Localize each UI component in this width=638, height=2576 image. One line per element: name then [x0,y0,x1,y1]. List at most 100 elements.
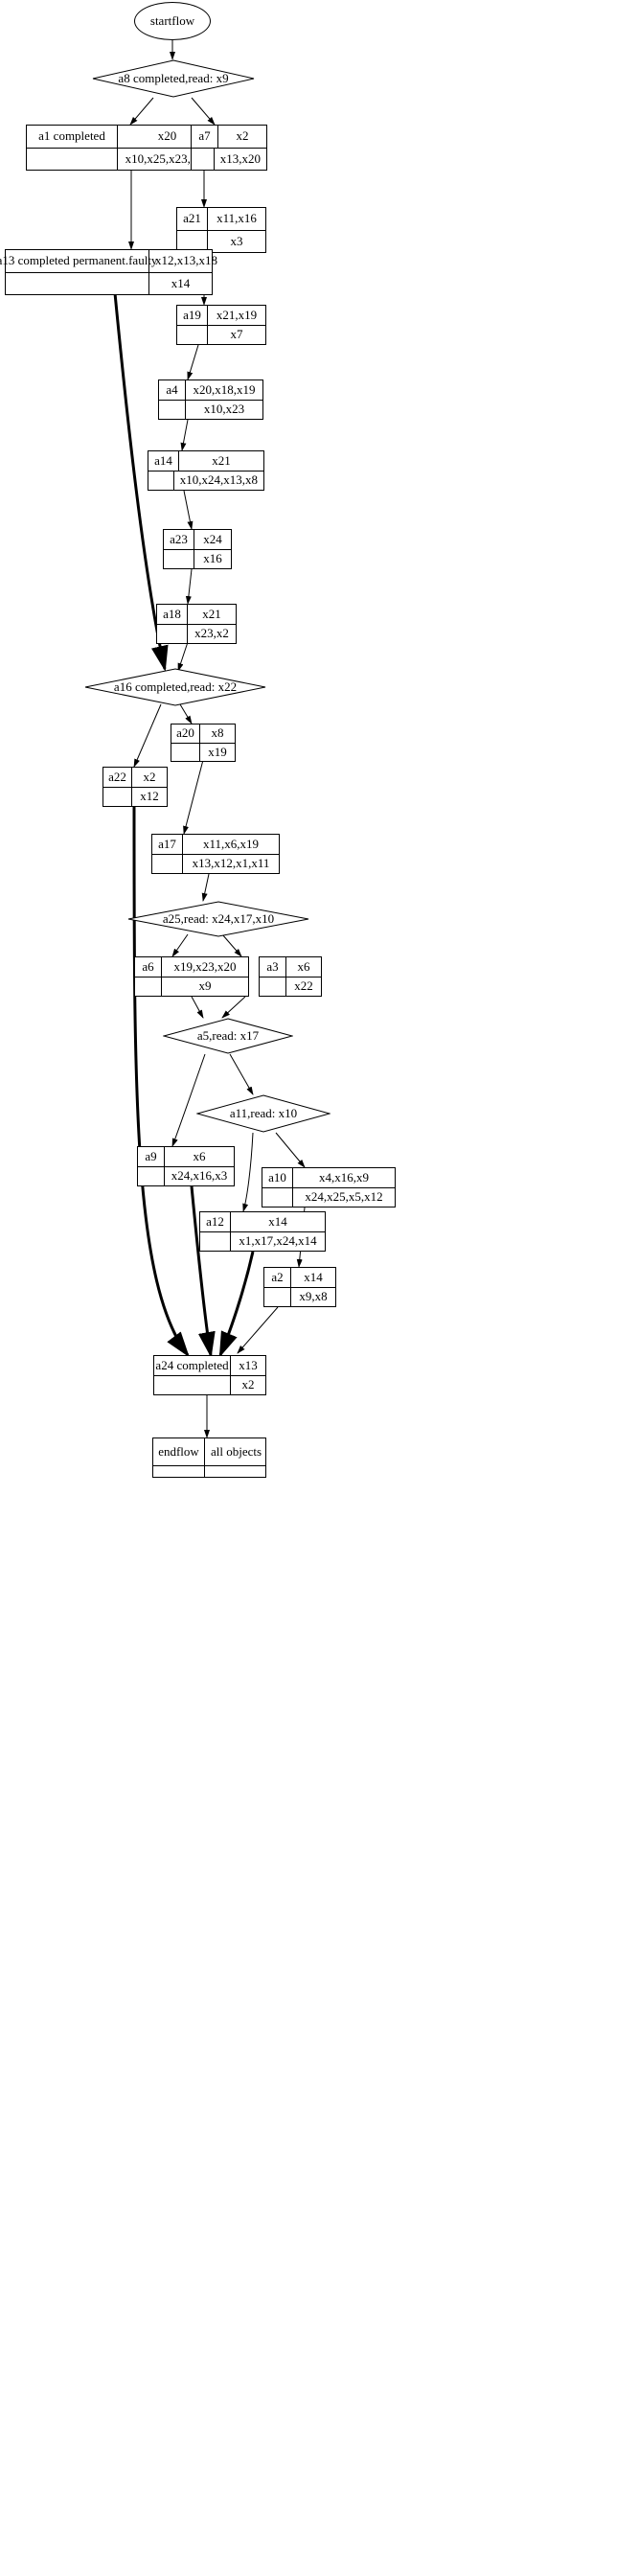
a17-writes: x13,x12,x1,x11 [192,856,270,871]
node-activity-a22[interactable]: a22 x2 x12 [103,767,168,807]
node-activity-a13[interactable]: a13 completed permanent.faulty x12,x13,x… [0,249,217,295]
a21-row-bottom: x3 [177,230,265,252]
a19-spacer [177,325,208,344]
a9-spacer [138,1166,165,1185]
endflow-spacer [153,1465,205,1477]
a13-row-bottom: x14 [6,272,212,294]
endflow-second [205,1466,265,1478]
node-endflow[interactable]: endflow all objects [152,1438,266,1478]
a4-writes: x10,x23 [203,402,245,417]
node-activity-a3[interactable]: a3 x6 x22 [259,956,322,997]
startflow-label: startflow [149,13,195,28]
a18-row-bottom: x23,x2 [157,624,236,643]
a6-name: a6 [135,957,162,977]
node-decision-a25[interactable]: a25,read: x24,x17,x10 [127,901,309,937]
endflow-value: all objects [211,1443,262,1459]
a7-writes: x13,x20 [219,150,261,166]
a1-reads: x20 [157,128,177,144]
edge-a25-a6 [171,933,189,957]
a14-row-top: a14 x21 [148,451,263,472]
node-activity-a7[interactable]: a7 x2 x13,x20 [191,125,267,171]
a9-reads: x6 [193,1148,206,1163]
a20-reads: x8 [211,725,224,741]
a3-reads: x6 [297,958,310,974]
a21-reads: x11,x16 [216,211,257,226]
a23-writes: x16 [203,551,222,566]
a21-row-top: a21 x11,x16 [177,208,265,231]
a22-spacer [103,787,132,806]
edge-a23-a18 [185,568,193,605]
edge-a11-a12 [242,1132,254,1212]
a2-spacer [264,1287,291,1306]
edge-a8-a1 [129,97,154,126]
node-decision-a5[interactable]: a5,read: x17 [163,1018,293,1054]
a10-reads: x4,x16,x9 [319,1169,369,1184]
node-activity-a2[interactable]: a2 x14 x9,x8 [263,1267,336,1307]
node-decision-a16[interactable]: a16 completed,read: x22 [84,668,266,706]
a12-writes: x1,x17,x24,x14 [239,1233,317,1249]
edge-a8-a7 [191,97,216,126]
node-activity-a6[interactable]: a6 x19,x23,x20 x9 [134,956,249,997]
a22-row-top: a22 x2 [103,768,167,788]
decision-a8-label: a8 completed,read: x9 [118,71,229,85]
node-activity-a9[interactable]: a9 x6 x24,x16,x3 [137,1146,235,1186]
a7-reads: x2 [236,128,249,144]
a7-row-bottom: x13,x20 [192,148,266,170]
node-activity-a24[interactable]: a24 completed x13 x2 [153,1355,266,1395]
a21-name: a21 [177,208,208,230]
edge-a3-a5 [221,996,246,1019]
a1-writes: x10,x25,x23,x12 [125,150,210,166]
node-activity-a4[interactable]: a4 x20,x18,x19 x10,x23 [158,380,263,420]
node-activity-a19[interactable]: a19 x21,x19 x7 [176,305,266,345]
a20-writes: x19 [208,744,227,759]
node-activity-a18[interactable]: a18 x21 x23,x2 [156,604,237,644]
a4-spacer [159,400,186,419]
a24-row-top: a24 completed x13 [154,1356,265,1376]
a19-row-top: a19 x21,x19 [177,306,265,326]
edge-a25-a3 [221,933,242,957]
a6-row-bottom: x9 [135,977,248,996]
a3-name: a3 [260,957,286,977]
a2-writes: x9,x8 [299,1289,328,1304]
node-activity-a1[interactable]: a1 completed x20 x10,x25,x23,x12 [26,125,217,171]
diamond-shape [84,668,266,706]
edge-a14-a23 [183,490,194,530]
decision-a25-label: a25,read: x24,x17,x10 [162,911,275,926]
a23-spacer [164,549,194,568]
a19-reads: x21,x19 [216,307,258,322]
a22-row-bottom: x12 [103,787,167,806]
a24-name: a24 completed [154,1356,231,1375]
a20-spacer [171,743,200,761]
node-decision-a8[interactable]: a8 completed,read: x9 [92,59,255,98]
node-startflow[interactable]: startflow [134,2,211,40]
node-activity-a21[interactable]: a21 x11,x16 x3 [176,207,266,253]
edge-a20-a17 [183,759,204,835]
a23-row-top: a23 x24 [164,530,231,550]
a13-name: a13 completed permanent.faulty [0,250,157,272]
a2-name: a2 [264,1268,291,1287]
a18-name: a18 [157,605,188,624]
a10-row-bottom: x24,x25,x5,x12 [262,1187,395,1207]
a19-name: a19 [177,306,208,325]
edge-a12-a24 [218,1251,255,1358]
edge-a4-a14 [180,419,189,451]
node-activity-a12[interactable]: a12 x14 x1,x17,x24,x14 [199,1211,326,1252]
node-decision-a11[interactable]: a11,read: x10 [196,1094,330,1133]
a18-reads: x21 [202,606,221,621]
a14-reads: x21 [212,452,231,468]
a24-spacer [154,1375,231,1394]
edge-a16-a22 [133,703,162,768]
node-activity-a17[interactable]: a17 x11,x6,x19 x13,x12,x1,x11 [151,834,280,874]
node-activity-a23[interactable]: a23 x24 x16 [163,529,232,569]
decision-a16-label: a16 completed,read: x22 [113,679,238,694]
a19-row-bottom: x7 [177,325,265,344]
node-activity-a20[interactable]: a20 x8 x19 [171,724,236,762]
a13-spacer [6,272,149,294]
node-activity-a14[interactable]: a14 x21 x10,x24,x13,x8 [148,450,264,491]
a24-writes: x2 [241,1377,255,1392]
a14-spacer [148,471,174,490]
a4-name: a4 [159,380,186,400]
node-activity-a10[interactable]: a10 x4,x16,x9 x24,x25,x5,x12 [262,1167,396,1208]
endflow-row-top: endflow all objects [153,1438,265,1466]
